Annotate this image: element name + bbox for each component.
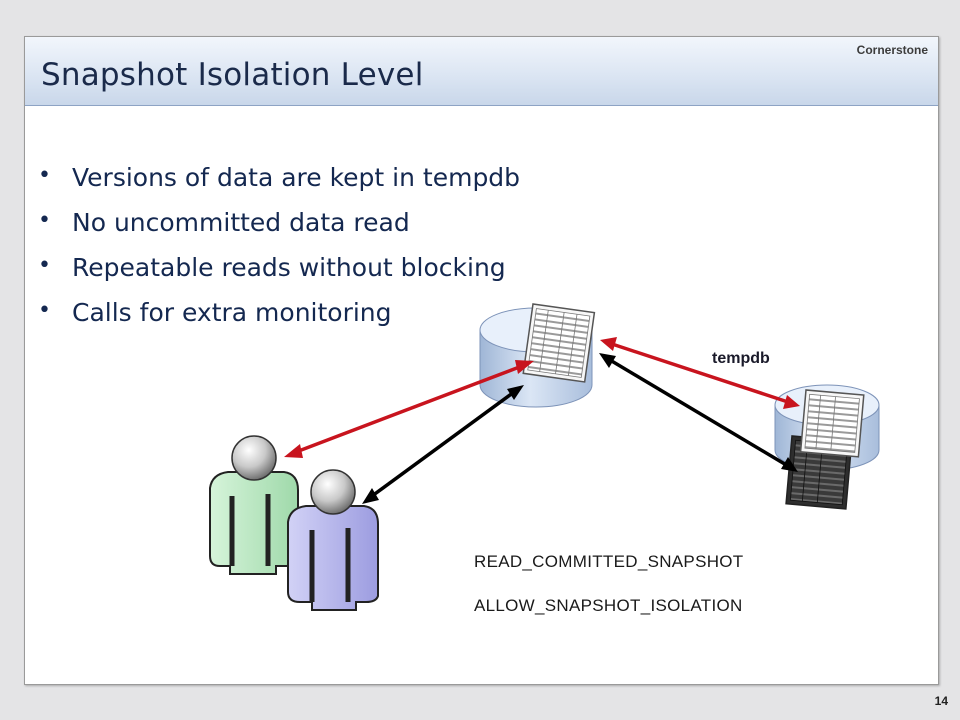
bullet-dot-icon: • [38, 163, 51, 188]
bullet-text: No uncommitted data read [72, 208, 410, 237]
bullet-item: • Repeatable reads without blocking [38, 253, 520, 298]
slide-frame: Snapshot Isolation Level Cornerstone [24, 36, 939, 685]
title-band: Snapshot Isolation Level Cornerstone [25, 37, 938, 106]
tempdb-label: tempdb [712, 350, 770, 367]
bullet-dot-icon: • [38, 253, 51, 278]
option-allow-snapshot-isolation: ALLOW_SNAPSHOT_ISOLATION [474, 596, 743, 615]
slide-number: 14 [934, 694, 948, 708]
bullet-dot-icon: • [38, 298, 51, 323]
brand-logo: Cornerstone [856, 43, 928, 57]
user-icon [287, 469, 379, 611]
black-arrow-users-db [362, 385, 524, 504]
option-read-committed-snapshot: READ_COMMITTED_SNAPSHOT [474, 552, 744, 571]
user-icon [209, 435, 299, 575]
bullet-text: Calls for extra monitoring [72, 298, 392, 327]
black-arrow-db-tempdb [599, 353, 798, 472]
red-arrow-db-tempdb [600, 337, 800, 409]
bullet-item: • No uncommitted data read [38, 208, 520, 253]
table-icon [522, 303, 596, 383]
tempdb-table-icon [799, 389, 865, 458]
bullet-list: • Versions of data are kept in tempdb • No… [38, 163, 520, 343]
red-arrow-users-db [284, 360, 534, 458]
bullet-item: • Versions of data are kept in tempdb [38, 163, 520, 208]
slide-title: Snapshot Isolation Level [41, 57, 424, 93]
bullet-item: • Calls for extra monitoring [38, 298, 520, 343]
bullet-text: Versions of data are kept in tempdb [72, 163, 521, 192]
bullet-dot-icon: • [38, 208, 51, 233]
bullet-text: Repeatable reads without blocking [72, 253, 506, 282]
